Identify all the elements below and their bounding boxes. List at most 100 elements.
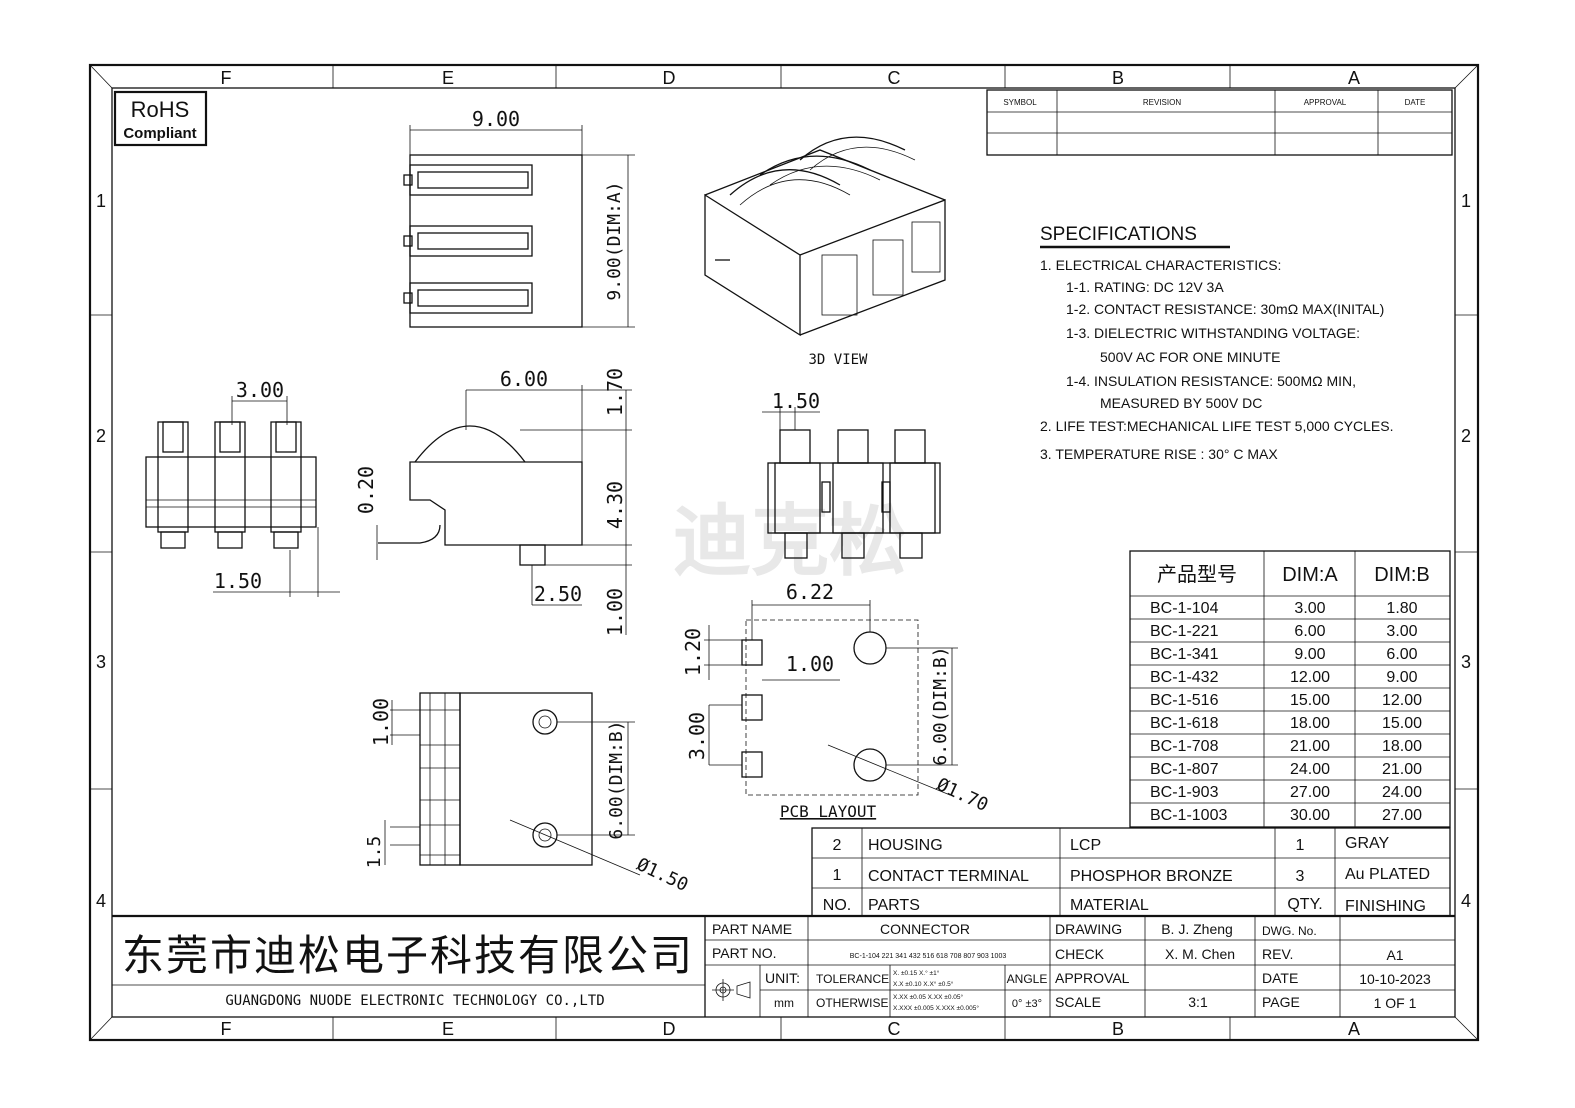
rear-view: 1.50 xyxy=(762,389,941,559)
part-name: HOUSING xyxy=(868,837,943,854)
dimension-label: 3.00 xyxy=(685,712,709,760)
check-label: CHECK xyxy=(1055,946,1105,962)
rev-value: A1 xyxy=(1386,947,1403,963)
part-material: LCP xyxy=(1070,837,1101,854)
dimension-label: 6.00(DIM:B) xyxy=(606,720,627,839)
tolerance-line: X.X ±0.10 X.X° ±0.5° xyxy=(893,980,954,988)
part-name-value: CONNECTOR xyxy=(880,921,970,937)
part-material: PHOSPHOR BRONZE xyxy=(1070,868,1233,885)
dim-a-value: 24.00 xyxy=(1290,761,1330,778)
dim-a-value: 6.00 xyxy=(1294,623,1325,640)
column-label: A xyxy=(1348,1019,1360,1039)
column-label: B xyxy=(1112,68,1124,88)
model-number: BC-1-341 xyxy=(1150,646,1219,663)
part-no: 1 xyxy=(833,867,842,884)
row-label: 1 xyxy=(96,191,106,211)
rohs-subtitle: Compliant xyxy=(123,125,196,142)
parts-header: FINISHING xyxy=(1345,898,1426,915)
row-label: 3 xyxy=(96,652,106,672)
dim-b-value: 9.00 xyxy=(1386,669,1417,686)
dimension-label: Ø1.70 xyxy=(933,774,991,816)
tolerance-line: X.XXX ±0.005 X.XXX ±0.005° xyxy=(893,1004,979,1012)
column-label: F xyxy=(221,68,232,88)
model-table-header: DIM:A xyxy=(1282,564,1338,586)
revision-header: REVISION xyxy=(1143,98,1181,107)
watermark: 迪克松 xyxy=(673,497,907,585)
row-label: 2 xyxy=(96,426,106,446)
part-finishing: GRAY xyxy=(1345,835,1389,852)
row-label: 4 xyxy=(96,891,106,911)
revision-table: SYMBOL REVISION APPROVAL DATE xyxy=(986,89,1453,156)
spec-line: MEASURED BY 500V DC xyxy=(1100,395,1262,411)
dim-b-value: 6.00 xyxy=(1386,646,1417,663)
dim-a-value: 15.00 xyxy=(1290,692,1330,709)
dimension-label: 1.5 xyxy=(364,836,385,869)
tolerance-label: TOLERANCE xyxy=(816,972,889,986)
tolerance-line: X. ±0.15 X.° ±1° xyxy=(893,969,940,977)
spec-line: 3. TEMPERATURE RISE : 30° C MAX xyxy=(1040,446,1278,462)
date-value: 10-10-2023 xyxy=(1359,971,1431,987)
dim-a-value: 30.00 xyxy=(1290,807,1330,824)
dim-b-value: 15.00 xyxy=(1382,715,1422,732)
dimension-label: 1.00 xyxy=(603,588,627,636)
model-number: BC-1-104 xyxy=(1150,600,1219,617)
3d-view: 3D VIEW xyxy=(704,136,946,368)
row-label: 4 xyxy=(1461,891,1471,911)
dimension-label: 0.20 xyxy=(354,466,378,514)
dim-b-value: 1.80 xyxy=(1386,600,1417,617)
column-label: C xyxy=(888,68,901,88)
drawing-label: DRAWING xyxy=(1055,921,1122,937)
dimension-label: 1.50 xyxy=(214,569,262,593)
angle-value: 0° ±3° xyxy=(1012,998,1042,1010)
drawing-frame xyxy=(88,63,1480,1042)
dimension-label: 2.50 xyxy=(534,582,582,606)
scale-label: SCALE xyxy=(1055,994,1101,1010)
dim-a-value: 9.00 xyxy=(1294,646,1325,663)
dimension-label: 3.00 xyxy=(236,378,284,402)
rohs-title: RoHS xyxy=(131,97,190,122)
part-name: CONTACT TERMINAL xyxy=(868,868,1029,885)
model-number: BC-1-618 xyxy=(1150,715,1219,732)
specifications-title: SPECIFICATIONS xyxy=(1040,224,1197,245)
part-qty: 3 xyxy=(1296,868,1305,885)
parts-header: QTY. xyxy=(1287,896,1322,913)
spec-line: 500V AC FOR ONE MINUTE xyxy=(1100,349,1280,365)
column-label: A xyxy=(1348,68,1360,88)
dimension-label: 1.20 xyxy=(681,628,705,676)
part-no: 2 xyxy=(833,837,842,854)
scale-value: 3:1 xyxy=(1188,994,1208,1010)
parts-table: 2 HOUSING LCP 1 GRAY 1 CONTACT TERMINAL … xyxy=(811,827,1451,917)
column-label: F xyxy=(221,1019,232,1039)
drawing-value: B. J. Zheng xyxy=(1161,921,1233,937)
bottom-view: 1.00 6.00(DIM:B) 1.5 Ø1.50 xyxy=(364,692,691,896)
dimension-label: 6.00 xyxy=(500,367,548,391)
check-value: X. M. Chen xyxy=(1165,946,1235,962)
spec-line: 1. ELECTRICAL CHARACTERISTICS: xyxy=(1040,257,1281,273)
spec-line: 1-2. CONTACT RESISTANCE: 30mΩ MAX(INITAL… xyxy=(1066,301,1384,317)
model-number: BC-1-708 xyxy=(1150,738,1219,755)
column-labels: F E D C B A F E D C B A xyxy=(221,68,1361,1039)
top-view: 9.00 9.00(DIM:A) xyxy=(403,107,635,328)
dimension-label: Ø1.50 xyxy=(633,854,691,896)
model-table-header: DIM:B xyxy=(1374,564,1430,586)
spec-line: 1-4. INSULATION RESISTANCE: 500MΩ MIN, xyxy=(1066,373,1356,389)
otherwise-label: OTHERWISE xyxy=(816,996,888,1010)
row-label: 3 xyxy=(1461,652,1471,672)
front-view: 3.00 1.50 xyxy=(145,378,340,597)
dwg-no-label: DWG. No. xyxy=(1262,924,1317,938)
projection-symbol-icon xyxy=(712,979,751,1001)
angle-label: ANGLE xyxy=(1007,972,1048,986)
revision-header: SYMBOL xyxy=(1003,98,1037,107)
dim-a-value: 3.00 xyxy=(1294,600,1325,617)
model-number: BC-1-807 xyxy=(1150,761,1219,778)
parts-header: NO. xyxy=(823,897,851,914)
dim-b-value: 24.00 xyxy=(1382,784,1422,801)
company-name-en: GUANGDONG NUODE ELECTRONIC TECHNOLOGY CO… xyxy=(225,993,604,1009)
column-label: D xyxy=(663,1019,676,1039)
dimension-label: 1.70 xyxy=(603,368,627,416)
dim-a-value: 18.00 xyxy=(1290,715,1330,732)
column-label: D xyxy=(663,68,676,88)
row-labels: 1 2 3 4 1 2 3 4 xyxy=(96,191,1471,911)
